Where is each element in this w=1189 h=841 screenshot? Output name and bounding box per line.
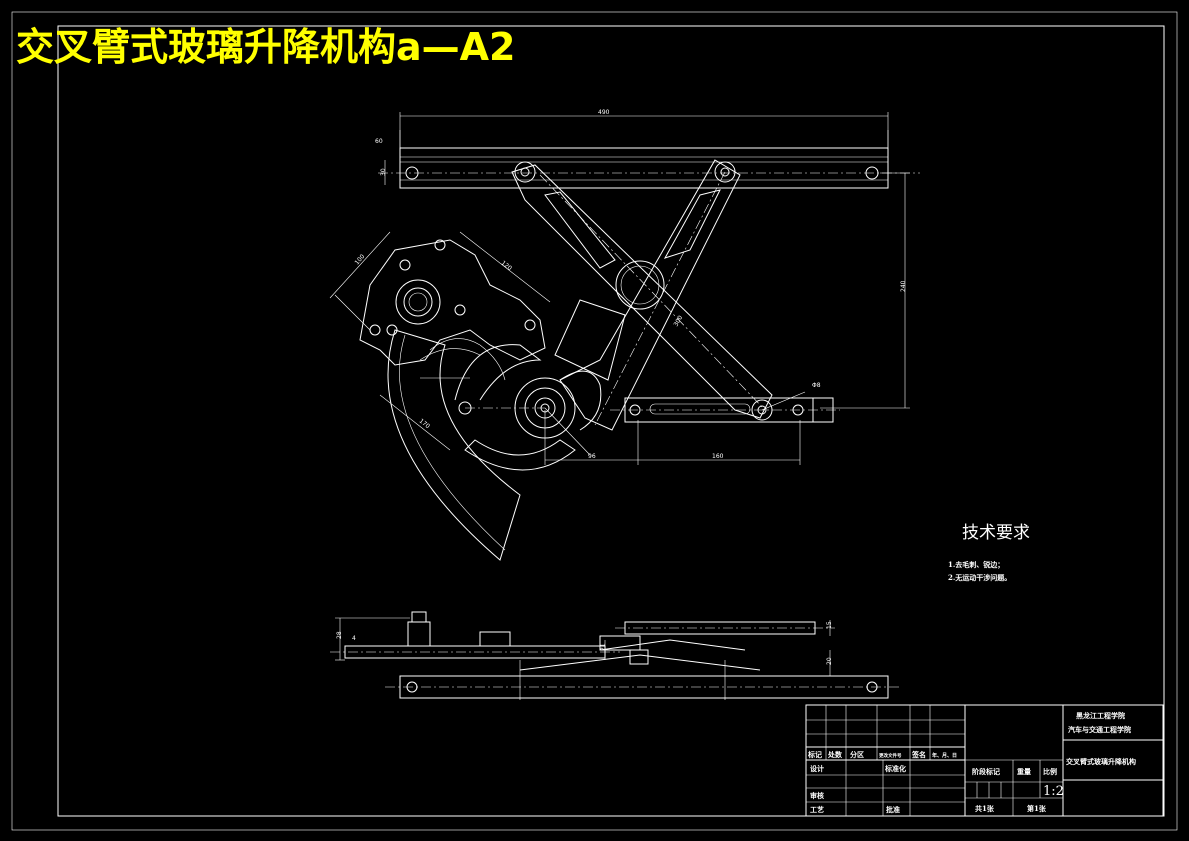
inner-frame: [57, 25, 1165, 817]
requirement-note-2: 2.无运动干涉问题。: [948, 573, 1011, 582]
outer-frame: [11, 11, 1178, 831]
tb-label-stage: 阶段标记: [972, 767, 1000, 776]
tb-label-process: 工艺: [810, 805, 824, 814]
dimension-96-160: 96 160: [544, 410, 801, 465]
tb-school-line2: 汽车与交通工程学院: [1068, 725, 1131, 734]
dim-text: 490: [598, 109, 610, 116]
tb-part-name: 交叉臂式玻璃升降机构: [1066, 757, 1136, 766]
top-guide-rail: [378, 130, 920, 189]
dim-text: 96: [588, 453, 596, 460]
dim-text: 30: [380, 168, 387, 176]
tb-label-sign: 签名: [911, 750, 926, 759]
tb-label-standard: 标准化: [884, 764, 906, 773]
tb-label-date: 年、月、日: [932, 752, 957, 759]
dim-text: 21: [600, 643, 607, 651]
dimension-240: 240: [820, 172, 910, 409]
dim-text: 60: [375, 138, 383, 145]
bottom-slide-rail: [610, 397, 840, 423]
drawing-title: 交叉臂式玻璃升降机构a—A2: [16, 25, 516, 69]
tb-label-total: 共1张: [975, 804, 995, 813]
dim-text: 300: [673, 314, 685, 328]
tb-label-review: 审核: [810, 791, 824, 800]
motor-dimensions: 100 120 170: [329, 231, 591, 456]
tb-scale-value: 1:2: [1043, 784, 1064, 799]
dim-text: 160: [712, 453, 724, 460]
tb-label-sheet: 第1张: [1027, 804, 1047, 813]
tb-label-count: 处数: [827, 750, 843, 759]
tb-school-line1: 黑龙江工程学院: [1076, 711, 1125, 720]
tb-label-mark: 标记: [807, 750, 822, 759]
long-arm: [559, 159, 741, 431]
title-block-text: 标记 处数 分区 更改文件号 签名 年、月、日 设计 标准化 审核 工艺 批准 …: [807, 711, 1136, 814]
requirement-note-1: 1.去毛刺、锐边；: [948, 560, 1004, 569]
tb-label-weight: 重量: [1017, 767, 1031, 776]
requirements-heading: 技术要求: [962, 523, 1030, 543]
title-block: [805, 704, 1164, 817]
dim-text: 240: [900, 280, 907, 292]
tb-label-doc-no: 更改文件号: [879, 752, 902, 759]
dim-text: 4: [352, 635, 356, 642]
tb-label-design: 设计: [810, 764, 824, 773]
tb-label-approve: 批准: [886, 805, 900, 814]
dim-text: 100: [354, 253, 367, 266]
motor-bracket: [359, 239, 546, 366]
dim-text: 28: [336, 631, 343, 639]
dim-text: 170: [418, 418, 431, 431]
side-view: 28 4 21 15 20: [330, 611, 900, 700]
dim-text: 20: [826, 657, 833, 665]
sector-gear: [387, 329, 521, 561]
short-arm: [511, 161, 773, 419]
drive-gear: [454, 344, 602, 471]
dimension-490: 490: [399, 109, 889, 148]
dim-text: Φ8: [812, 382, 821, 389]
tb-label-scale: 比例: [1043, 767, 1057, 776]
dim-text: 120: [500, 260, 513, 273]
tb-label-zone: 分区: [850, 750, 864, 759]
center-pivot: [615, 260, 665, 310]
dim-text: 15: [826, 621, 833, 629]
